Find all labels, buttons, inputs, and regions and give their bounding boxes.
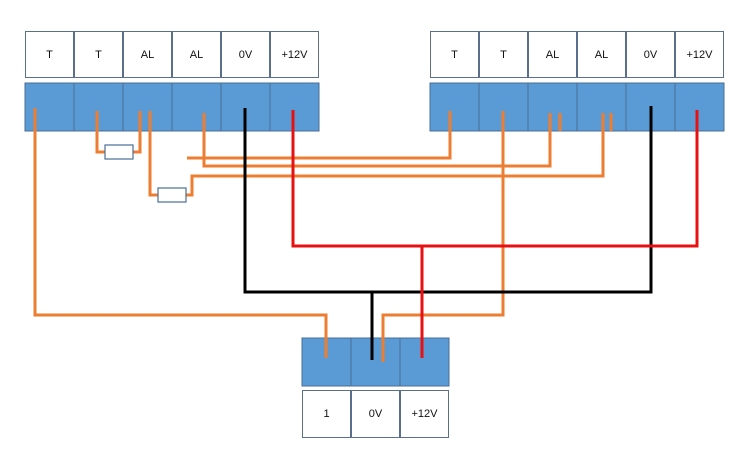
left-label-al1: AL bbox=[123, 31, 172, 78]
wire-left-0v-to-right-0v bbox=[243, 106, 653, 294]
right-label-al2: AL bbox=[577, 31, 626, 78]
left-label-t1: T bbox=[25, 31, 74, 78]
terminal-right-al1 bbox=[527, 82, 578, 132]
left-label-t2: T bbox=[74, 31, 123, 78]
terminal-left-al1 bbox=[122, 82, 173, 132]
resistor-1 bbox=[104, 144, 134, 160]
bottom-label-12v: +12V bbox=[400, 390, 449, 438]
black-wires bbox=[243, 106, 653, 360]
bottom-label-1: 1 bbox=[302, 390, 351, 438]
right-label-0v: 0V bbox=[626, 31, 675, 78]
wire-left-al1-to-resistor2 bbox=[148, 111, 158, 197]
red-wires bbox=[291, 110, 699, 358]
wire-resistor2-to-right-al2 bbox=[186, 113, 605, 197]
terminal-right-12v bbox=[674, 82, 725, 132]
wire-right-t2-to-bottom-0v bbox=[381, 111, 505, 362]
wire-left-t1-to-bottom-1 bbox=[33, 108, 328, 358]
left-terminal-strip bbox=[24, 82, 320, 132]
wire-left-12v-to-right-12v bbox=[291, 110, 699, 248]
terminal-left-t1 bbox=[24, 82, 75, 132]
right-label-t2: T bbox=[479, 31, 528, 78]
terminal-bottom-1 bbox=[301, 337, 352, 387]
wire-left-al2-to-right-al1 bbox=[202, 113, 552, 168]
left-label-12v: +12V bbox=[270, 31, 319, 78]
terminal-right-t1 bbox=[429, 82, 480, 132]
wire-resistor1-to-left-al1 bbox=[133, 111, 142, 154]
left-label-al2: AL bbox=[172, 31, 221, 78]
terminal-bottom-12v bbox=[399, 337, 450, 387]
resistor-2 bbox=[157, 187, 187, 203]
left-label-0v: 0V bbox=[221, 31, 270, 78]
right-label-12v: +12V bbox=[675, 31, 724, 78]
bottom-label-0v: 0V bbox=[351, 390, 400, 438]
bottom-terminal-strip bbox=[301, 337, 450, 387]
wire-left-al2-to-right-t1 bbox=[187, 111, 452, 160]
orange-wires bbox=[33, 108, 613, 362]
wire-left-t2-to-resistor1 bbox=[95, 111, 105, 154]
terminal-bottom-0v bbox=[350, 337, 401, 387]
right-label-t1: T bbox=[430, 31, 479, 78]
right-label-al1: AL bbox=[528, 31, 577, 78]
